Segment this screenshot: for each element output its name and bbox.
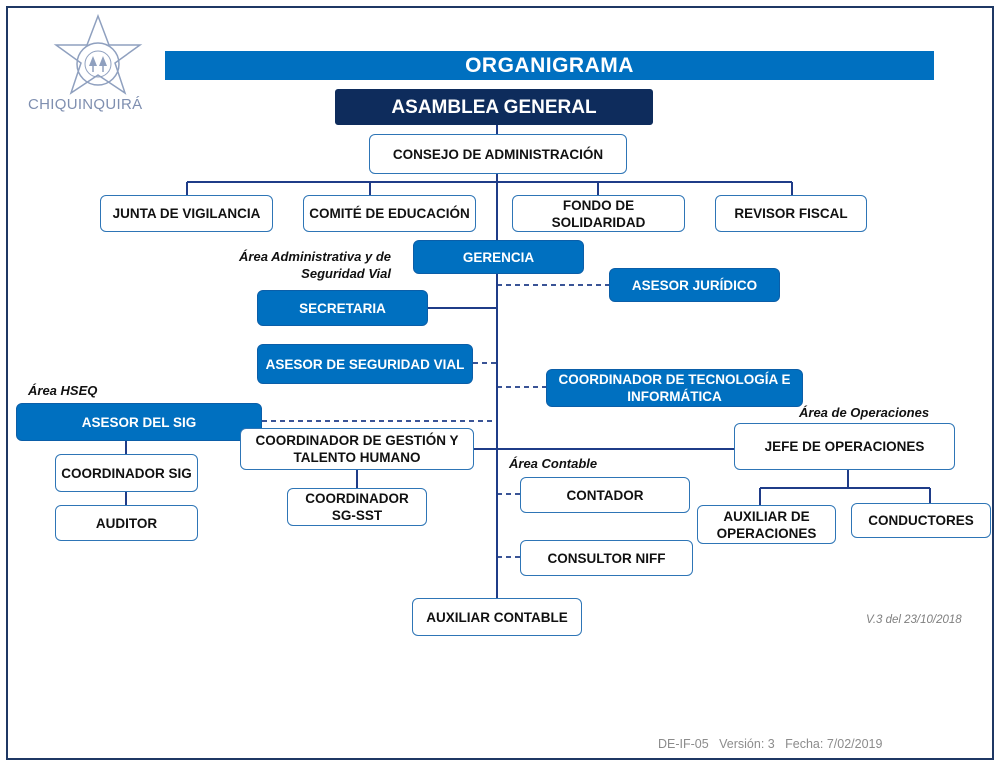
node-junta-vigilancia: JUNTA DE VIGILANCIA	[100, 195, 273, 232]
star-logo-icon	[53, 14, 143, 95]
node-asesor-sig: ASESOR DEL SIG	[16, 403, 262, 441]
node-secretaria: SECRETARIA	[257, 290, 428, 326]
node-conductores: CONDUCTORES	[851, 503, 991, 538]
node-revisor-fiscal: REVISOR FISCAL	[715, 195, 867, 232]
node-coordinador-tecnologia: COORDINADOR DE TECNOLOGÍA E INFORMÁTICA	[546, 369, 803, 407]
node-auditor: AUDITOR	[55, 505, 198, 541]
area-hseq-label: Área HSEQ	[28, 383, 98, 398]
footer-date: Fecha: 7/02/2019	[785, 737, 883, 751]
node-coordinador-sgsst: COORDINADOR SG-SST	[287, 488, 427, 526]
node-auxiliar-contable: AUXILIAR CONTABLE	[412, 598, 582, 636]
node-consejo-administracion: CONSEJO DE ADMINISTRACIÓN	[369, 134, 627, 174]
node-auxiliar-operaciones: AUXILIAR DE OPERACIONES	[697, 505, 836, 544]
city-label: CHIQUINQUIRÁ	[28, 96, 143, 113]
area-operaciones-label: Área de Operaciones	[799, 405, 930, 420]
version-note: V.3 del 23/10/2018	[866, 614, 962, 626]
node-fondo-solidaridad: FONDO DE SOLIDARIDAD	[512, 195, 685, 232]
node-asesor-juridico: ASESOR JURÍDICO	[609, 268, 780, 302]
node-consultor-niff: CONSULTOR NIFF	[520, 540, 693, 576]
node-coordinador-sig: COORDINADOR SIG	[55, 454, 198, 492]
area-administrativa-label: Área Administrativa y de Seguridad Vial	[239, 249, 391, 281]
node-asamblea-general: ASAMBLEA GENERAL	[335, 89, 653, 125]
node-gerencia: GERENCIA	[413, 240, 584, 274]
node-contador: CONTADOR	[520, 477, 690, 513]
area-contable-label: Área Contable	[509, 456, 598, 471]
document-footer: DE-IF-05 Versión: 3 Fecha: 7/02/2019	[658, 737, 882, 751]
node-asesor-seguridad-vial: ASESOR DE SEGURIDAD VIAL	[257, 344, 473, 384]
footer-code: DE-IF-05	[658, 737, 709, 751]
page-title: ORGANIGRAMA	[165, 51, 934, 80]
node-comite-educacion: COMITÉ DE EDUCACIÓN	[303, 195, 476, 232]
node-coordinador-gestion-talento: COORDINADOR DE GESTIÓN Y TALENTO HUMANO	[240, 428, 474, 470]
page-frame	[6, 6, 994, 760]
footer-version: Versión: 3	[719, 737, 775, 751]
node-jefe-operaciones: JEFE DE OPERACIONES	[734, 423, 955, 470]
